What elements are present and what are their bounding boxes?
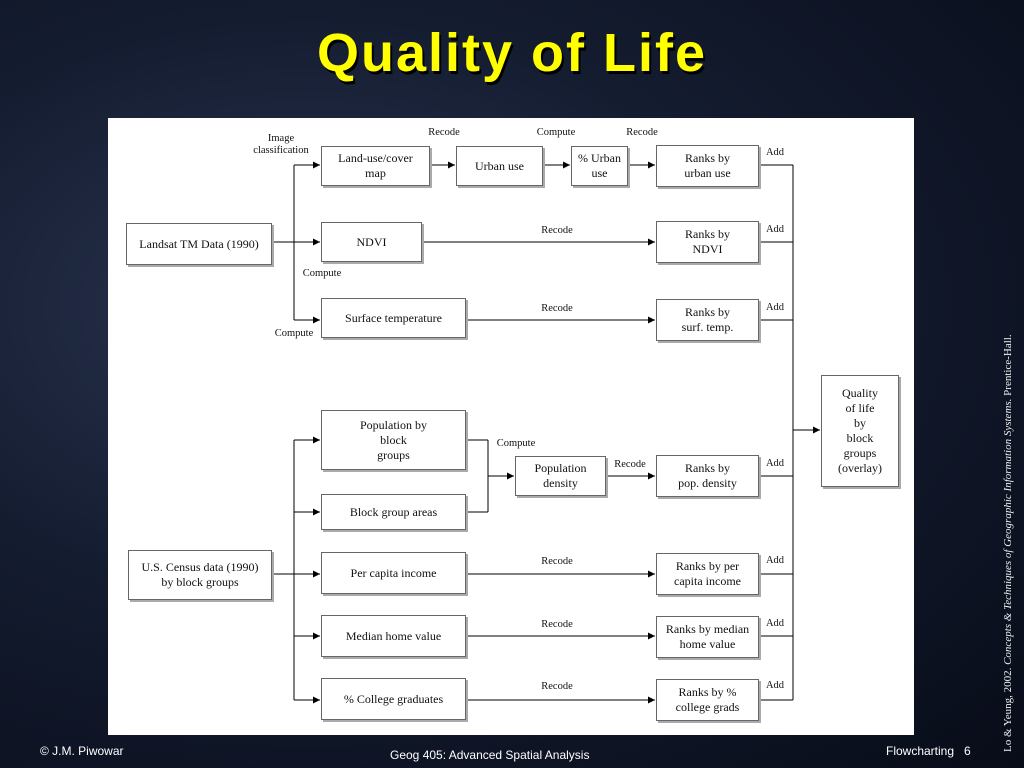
footer-author: © J.M. Piwowar xyxy=(40,744,124,758)
process-per-capita-income: Per capita income xyxy=(321,552,466,594)
process-block-group-areas: Block group areas xyxy=(321,494,466,530)
rank-per-capita-income: Ranks by per capita income xyxy=(656,553,759,595)
label-add: Add xyxy=(763,555,787,567)
footer-page: Flowcharting 6 xyxy=(886,744,971,758)
label-add: Add xyxy=(763,680,787,692)
citation-suffix: Prentice-Hall. xyxy=(1002,334,1014,398)
source-census: U.S. Census data (1990) by block groups xyxy=(128,550,272,600)
citation: Lo & Yeung, 2002. Concepts & Techniques … xyxy=(1002,212,1014,752)
process-landuse-map: Land-use/cover map xyxy=(321,146,430,186)
process-median-home-value: Median home value xyxy=(321,615,466,657)
process-ndvi: NDVI xyxy=(321,222,422,262)
label-add: Add xyxy=(763,618,787,630)
rank-surface-temp: Ranks by surf. temp. xyxy=(656,299,759,341)
label-recode: Recode xyxy=(537,681,577,693)
footer-course: Geog 405: Advanced Spatial Analysis xyxy=(390,748,589,762)
process-surface-temperature: Surface temperature xyxy=(321,298,466,338)
label-compute: Compute xyxy=(530,127,582,139)
process-population: Population by block groups xyxy=(321,410,466,470)
label-compute: Compute xyxy=(490,438,542,450)
process-college-graduates: % College graduates xyxy=(321,678,466,720)
label-recode: Recode xyxy=(537,303,577,315)
label-compute: Compute xyxy=(296,268,348,280)
label-image-classification: Image classification xyxy=(246,133,316,157)
label-recode: Recode xyxy=(537,556,577,568)
label-add: Add xyxy=(763,224,787,236)
process-urban-use: Urban use xyxy=(456,146,543,186)
label-recode: Recode xyxy=(537,225,577,237)
rank-ndvi: Ranks by NDVI xyxy=(656,221,759,263)
slide-title: Quality of Life xyxy=(0,22,1024,84)
label-recode: Recode xyxy=(537,619,577,631)
rank-college-grads: Ranks by % college grads xyxy=(656,679,759,721)
citation-prefix: Lo & Yeung, 2002. xyxy=(1002,665,1014,752)
label-add: Add xyxy=(763,302,787,314)
label-recode: Recode xyxy=(610,459,650,471)
label-compute: Compute xyxy=(268,328,320,340)
label-recode: Recode xyxy=(424,127,464,139)
source-landsat: Landsat TM Data (1990) xyxy=(126,223,272,265)
rank-pop-density: Ranks by pop. density xyxy=(656,455,759,497)
rank-median-home-value: Ranks by median home value xyxy=(656,616,759,658)
flowchart-panel: Landsat TM Data (1990) U.S. Census data … xyxy=(108,118,914,735)
label-recode: Recode xyxy=(622,127,662,139)
label-add: Add xyxy=(763,147,787,159)
process-population-density: Population density xyxy=(515,456,606,496)
process-pct-urban-use: % Urban use xyxy=(571,146,628,186)
flowchart-connectors xyxy=(108,118,914,735)
output-quality-of-life: Quality of life by block groups (overlay… xyxy=(821,375,899,487)
label-add: Add xyxy=(763,458,787,470)
citation-book: Concepts & Techniques of Geographic Info… xyxy=(1002,399,1014,665)
rank-urban-use: Ranks by urban use xyxy=(656,145,759,187)
